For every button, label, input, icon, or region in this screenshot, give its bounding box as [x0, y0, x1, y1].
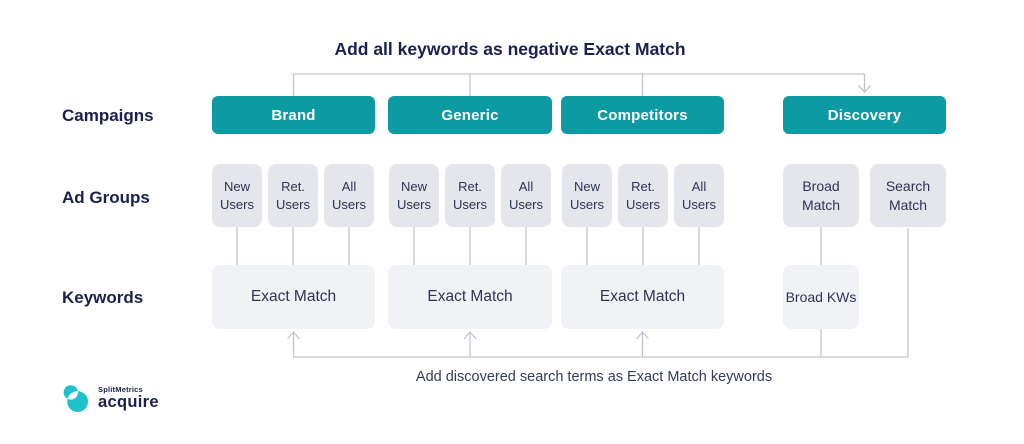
adgroup-generic-ret-users: Ret. Users	[445, 164, 495, 227]
splitmetrics-logo-icon	[63, 385, 89, 412]
bottom-annotation: Add discovered search terms as Exact Mat…	[415, 369, 773, 385]
arrow-up-exact-match-brand-icon	[287, 331, 300, 340]
adgroup-competitors-new-users: New Users	[562, 164, 612, 227]
splitmetrics-acquire-logo: SplitMetrics acquire	[61, 384, 159, 412]
keywords-brand-exact-match: Exact Match	[212, 265, 375, 329]
campaign-brand: Brand	[212, 96, 375, 134]
keywords-discovery-broad-kws: Broad KWs	[783, 265, 859, 329]
adgroup-brand-ret-users: Ret. Users	[268, 164, 318, 227]
row-label-keywords: Keywords	[62, 288, 144, 307]
logo-brand-text: SplitMetrics	[98, 384, 143, 394]
arrow-up-exact-match-generic-icon	[463, 331, 477, 340]
row-label-campaigns: Campaigns	[62, 106, 154, 125]
keywords-competitors-exact-match: Exact Match	[561, 265, 724, 329]
adgroup-brand-all-users: All Users	[324, 164, 374, 227]
arrow-down-discovery-icon	[858, 85, 871, 93]
adgroup-discovery-search-match: Search Match	[870, 164, 946, 227]
adgroup-generic-all-users: All Users	[501, 164, 551, 227]
adgroup-competitors-ret-users: Ret. Users	[618, 164, 668, 227]
campaign-competitors: Competitors	[561, 96, 724, 134]
adgroup-brand-new-users: New Users	[212, 164, 262, 227]
adgroup-generic-new-users: New Users	[389, 164, 439, 227]
campaign-generic: Generic	[388, 96, 552, 134]
adgroup-competitors-all-users: All Users	[674, 164, 724, 227]
diagram-title: Add all keywords as negative Exact Match	[334, 39, 686, 59]
campaign-discovery: Discovery	[783, 96, 946, 134]
logo-product-text: acquire	[98, 393, 159, 411]
row-label-ad-groups: Ad Groups	[62, 188, 150, 207]
keywords-generic-exact-match: Exact Match	[388, 265, 552, 329]
arrow-up-exact-match-competitors-icon	[636, 331, 649, 340]
adgroup-discovery-broad-match: Broad Match	[783, 164, 859, 227]
top-rail-line	[292, 73, 866, 96]
